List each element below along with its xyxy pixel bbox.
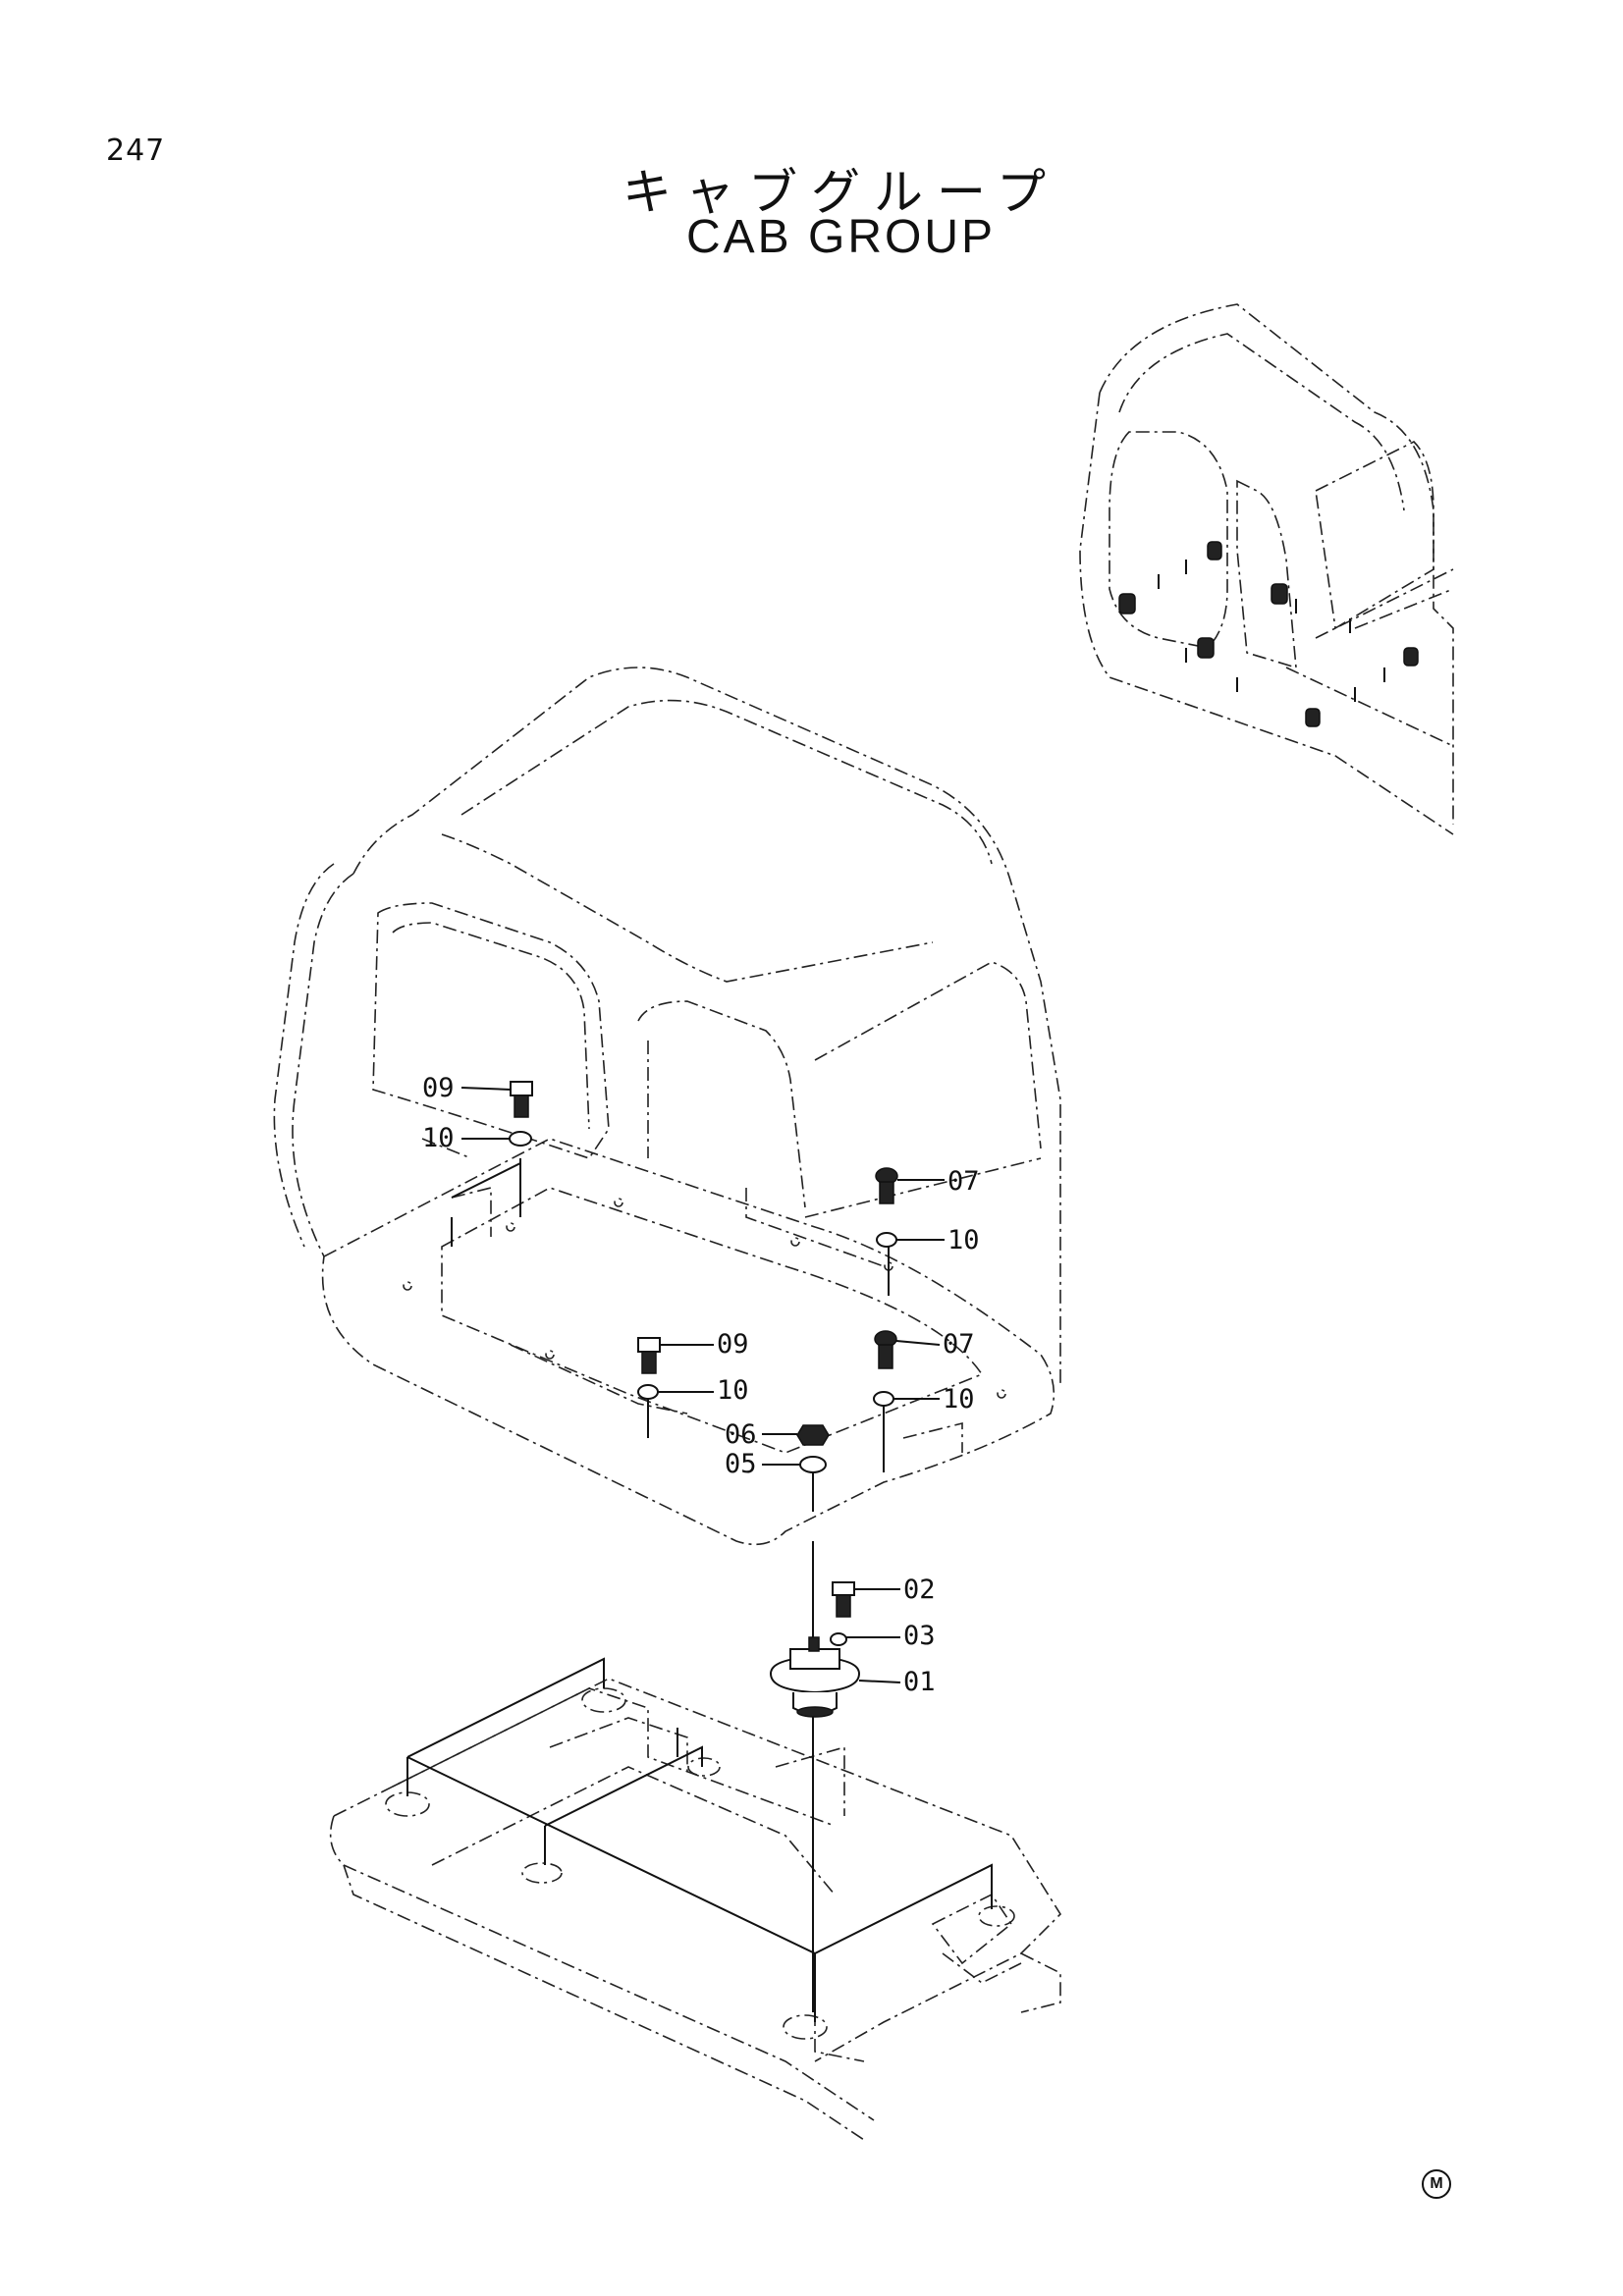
part-washer-10c xyxy=(637,1384,659,1400)
callout-10b: 10 xyxy=(947,1225,980,1255)
callout-10d: 10 xyxy=(943,1384,975,1415)
part-nut-06 xyxy=(796,1424,830,1446)
callout-01: 01 xyxy=(903,1667,936,1697)
callouts: 09 10 07 10 09 10 07 10 06 05 02 03 01 xyxy=(422,1073,980,1697)
callout-09b: 09 xyxy=(717,1329,749,1360)
part-washer-03 xyxy=(830,1632,847,1646)
page-number: 247 xyxy=(106,133,166,168)
callout-07b: 07 xyxy=(943,1329,975,1360)
part-washer-10d xyxy=(873,1391,894,1407)
part-mount-01 xyxy=(769,1636,861,1718)
title-japanese: キャブグループ xyxy=(622,164,1059,221)
callout-06: 06 xyxy=(725,1419,757,1450)
part-bolt-07a xyxy=(875,1167,898,1204)
part-washer-05 xyxy=(799,1456,827,1473)
title-english: CAB GROUP xyxy=(685,211,997,263)
part-washer-10b xyxy=(876,1232,897,1248)
assembly-lines xyxy=(421,1138,890,2012)
callout-03: 03 xyxy=(903,1621,936,1651)
part-bolt-09b xyxy=(637,1337,661,1374)
base-frame-outline xyxy=(329,1657,1062,2141)
part-washer-10a xyxy=(509,1131,532,1147)
callout-05: 05 xyxy=(725,1449,757,1479)
part-bolt-09a xyxy=(510,1081,533,1118)
callout-10c: 10 xyxy=(717,1375,749,1406)
inset-cab-view xyxy=(1079,303,1454,835)
cab-outline xyxy=(273,667,1061,1546)
callout-09a: 09 xyxy=(422,1073,455,1103)
part-bolt-02 xyxy=(832,1581,855,1618)
callout-02: 02 xyxy=(903,1575,936,1605)
callout-10a: 10 xyxy=(422,1123,455,1153)
part-bolt-07b xyxy=(874,1330,897,1369)
manufacturer-mark: M xyxy=(1422,2169,1451,2199)
callout-07a: 07 xyxy=(947,1166,980,1197)
